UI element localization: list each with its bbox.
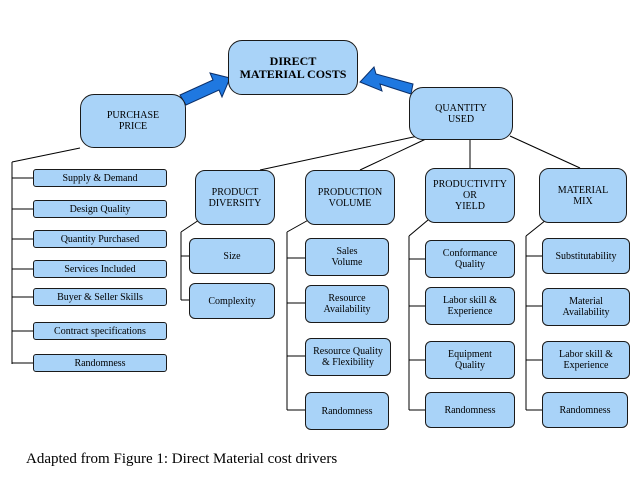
driver-resource-availability: Resource Availability — [305, 285, 389, 323]
purchase-driver: Buyer & Seller Skills — [33, 288, 167, 306]
driver-labor-skill: Labor skill & Experience — [425, 287, 515, 325]
right-block-arrow — [359, 66, 414, 95]
driver-material-availability: Material Availability — [542, 288, 630, 326]
purchase-price-node: PURCHASE PRICE — [80, 94, 186, 148]
purchase-driver: Randomness — [33, 354, 167, 372]
driver-randomness: Randomness — [305, 392, 389, 430]
driver-size: Size — [189, 238, 275, 274]
driver-sales-volume: Sales Volume — [305, 238, 389, 276]
purchase-driver: Design Quality — [33, 200, 167, 218]
driver-labor-skill: Labor skill & Experience — [542, 341, 630, 379]
driver-randomness: Randomness — [542, 392, 628, 428]
driver-randomness: Randomness — [425, 392, 515, 428]
driver-conformance-quality: Conformance Quality — [425, 240, 515, 278]
driver-complexity: Complexity — [189, 283, 275, 319]
category-product-diversity: PRODUCT DIVERSITY — [195, 170, 275, 225]
quantity-used-node: QUANTITY USED — [409, 87, 513, 140]
purchase-driver: Contract specifications — [33, 322, 167, 340]
driver-equipment-quality: Equipment Quality — [425, 341, 515, 379]
left-block-arrow — [179, 72, 231, 106]
category-production-volume: PRODUCTION VOLUME — [305, 170, 395, 225]
purchase-driver: Quantity Purchased — [33, 230, 167, 248]
driver-resource-quality: Resource Quality & Flexibility — [305, 338, 391, 376]
purchase-driver: Supply & Demand — [33, 169, 167, 187]
category-material-mix: MATERIAL MIX — [539, 168, 627, 223]
root-node: DIRECT MATERIAL COSTS — [228, 40, 358, 95]
figure-caption: Adapted from Figure 1: Direct Material c… — [26, 451, 338, 467]
driver-substitutability: Substitutability — [542, 238, 630, 274]
purchase-driver: Services Included — [33, 260, 167, 278]
category-productivity-or-yield: PRODUCTIVITY OR YIELD — [425, 168, 515, 223]
